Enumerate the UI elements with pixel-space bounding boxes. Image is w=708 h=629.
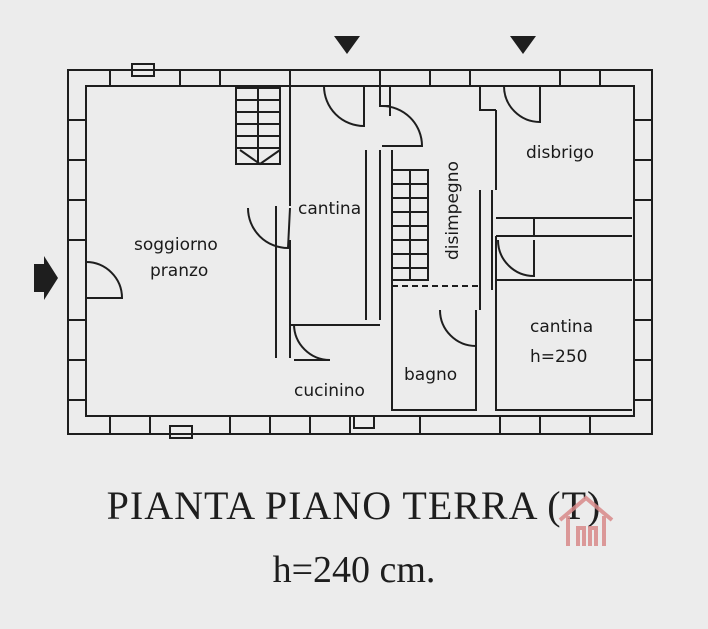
label-pranzo: pranzo <box>150 261 208 281</box>
label-cantina-right: cantina <box>530 317 593 337</box>
plan-title: PIANTA PIANO TERRA (T) <box>106 483 602 528</box>
entrance-arrow-icon <box>34 256 58 300</box>
wall-cantina-right <box>365 86 381 320</box>
window-bottom-center <box>353 415 375 429</box>
entrance-arrow-icon <box>334 36 360 54</box>
door-cantina-top <box>323 85 365 128</box>
door-left-entrance <box>85 261 124 299</box>
wall-hatching <box>68 70 652 434</box>
door-bagno <box>439 309 477 348</box>
window-top-left <box>131 63 155 77</box>
wall-disbrigo-bottom <box>496 217 632 237</box>
wall-top-notches <box>379 86 541 111</box>
label-bagno: bagno <box>404 365 457 385</box>
label-disbrigo: disbrigo <box>526 143 594 163</box>
door-cantina-right <box>497 239 535 278</box>
door-cantina-side <box>247 207 291 250</box>
label-disimpegno: disimpegno <box>443 161 463 260</box>
outer-wall <box>67 69 653 435</box>
wall-cantina-left <box>275 86 291 358</box>
label-cantina-center: cantina <box>298 199 361 219</box>
label-cantina-right-height: h=250 <box>530 347 587 367</box>
door-cucinino <box>293 323 331 361</box>
entrance-arrow-icon <box>510 36 536 54</box>
wall-disimpegno-right <box>479 110 497 310</box>
watermark-house-icon <box>558 495 614 546</box>
label-soggiorno: soggiorno <box>134 235 218 255</box>
staircase-icon <box>391 169 480 287</box>
door-disbrigo <box>503 85 541 124</box>
door-disimpegno-top <box>381 105 424 147</box>
label-cucinino: cucinino <box>294 381 365 401</box>
wall-bagno <box>391 316 477 411</box>
plan-height: h=240 cm. <box>272 549 436 591</box>
window-bottom-left <box>169 425 193 439</box>
staircase-icon <box>235 87 281 166</box>
